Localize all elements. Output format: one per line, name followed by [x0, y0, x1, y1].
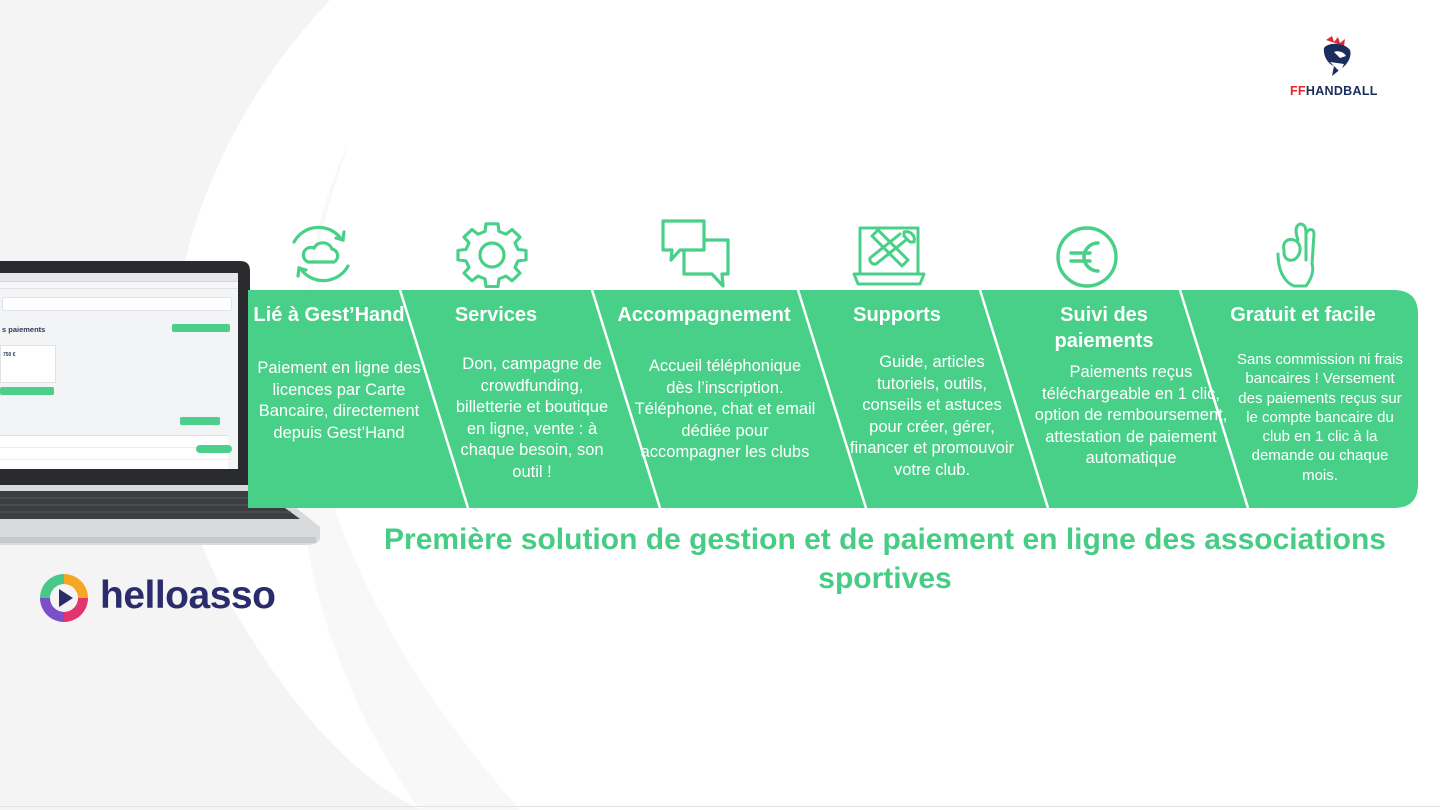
screen-amount-card: 750 € [0, 345, 56, 383]
column-gratuit: Gratuit et facile Sans commission ni fra… [1216, 302, 1403, 484]
column-supports: Supports Guide, articles tutoriels, outi… [830, 302, 1014, 479]
table-row [0, 448, 228, 460]
screen-secondary-button [0, 387, 54, 395]
ffhandball-logo: FFHANDBALL [1286, 34, 1390, 104]
screen-page-title: s paiements [2, 325, 46, 334]
column-title: Suivi des paiements [1054, 304, 1154, 352]
bottom-divider [0, 806, 1440, 807]
screen-amount: 750 € [3, 352, 16, 358]
column-body: Paiements reçus téléchargeable en 1 clic… [1034, 363, 1228, 467]
gear-icon [456, 222, 528, 289]
screen-filter-button [180, 417, 220, 425]
column-body: Sans commission ni frais bancaires ! Ver… [1237, 351, 1403, 484]
column-title: Gratuit et facile [1230, 304, 1376, 326]
table-row [0, 436, 228, 448]
column-accompagnement: Accompagnement Accueil téléphonique dès … [606, 302, 815, 461]
helloasso-logo: helloasso [38, 572, 278, 628]
laptop-screen: s paiements 750 € [0, 273, 238, 469]
column-body: Don, campagne de crowdfunding, billetter… [455, 355, 609, 481]
headline: Première solution de gestion et de paiem… [384, 523, 1386, 595]
screen-payments-table [0, 435, 228, 469]
chat-bubbles-icon [661, 219, 730, 288]
info-banner [2, 297, 232, 311]
laptop-mockup: s paiements 750 € [0, 255, 330, 555]
tools-laptop-icon [852, 226, 926, 286]
cloud-sync-icon [292, 225, 350, 283]
column-body: Accueil téléphonique dès l’inscription. … [634, 357, 816, 461]
ffhandball-suffix: HANDBALL [1305, 84, 1378, 98]
browser-bookmarks [0, 282, 238, 289]
column-gesthand: Lié à Gest’Hand Paiement en ligne des li… [248, 302, 420, 444]
column-title: Accompagnement [617, 304, 791, 326]
browser-tabbar [0, 273, 238, 282]
column-services: Services Don, campagne de crowdfunding, … [434, 302, 608, 481]
helloasso-mark-icon [40, 574, 88, 622]
column-title: Services [454, 304, 538, 326]
ok-hand-icon [1276, 222, 1316, 288]
helloasso-wordmark: helloasso [100, 574, 276, 617]
column-body: Guide, articles tutoriels, outils, conse… [849, 353, 1015, 479]
column-suivi: Suivi des paiements Paiements reçus télé… [1024, 302, 1228, 467]
rooster-emblem-icon [1323, 36, 1351, 76]
column-body: Paiement en ligne des licences par Carte… [257, 359, 421, 442]
screen-action-button [196, 445, 232, 453]
screen-primary-button [172, 324, 230, 332]
column-title: Supports [853, 304, 941, 326]
euro-icon [1056, 226, 1118, 288]
ffhandball-wordmark: FFHANDBALL [1290, 84, 1378, 98]
ffhandball-prefix: FF [1290, 84, 1306, 98]
column-title: Lié à Gest’Hand [253, 304, 405, 326]
